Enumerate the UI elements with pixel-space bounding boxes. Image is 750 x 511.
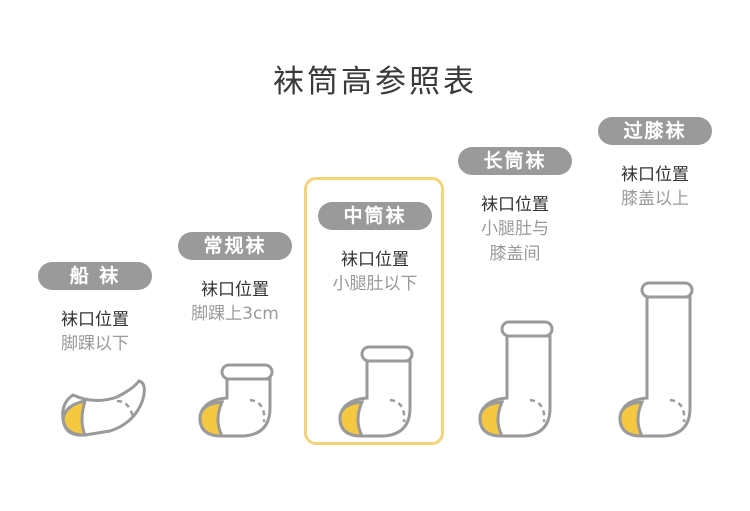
boat-sock-icon — [61, 379, 146, 437]
long-sock-icon — [478, 320, 554, 438]
cut-label-regular: 袜口位置 — [201, 280, 269, 300]
position-boat: 脚踝以下 — [61, 334, 129, 354]
badge-over-knee: 过膝袜 — [598, 117, 712, 145]
badge-mid: 中筒袜 — [318, 202, 432, 230]
cut-label-over-knee: 袜口位置 — [621, 165, 689, 185]
selected-highlight-frame — [304, 177, 444, 445]
position-over-knee: 膝盖以上 — [621, 189, 689, 209]
badge-long: 长筒袜 — [458, 147, 572, 175]
regular-sock-icon — [198, 363, 274, 438]
over-knee-sock-icon — [618, 281, 694, 438]
badge-boat: 船 袜 — [38, 262, 152, 290]
position-mid: 小腿肚以下 — [332, 274, 418, 294]
mid-sock-icon — [338, 345, 414, 438]
cut-label-mid: 袜口位置 — [341, 250, 409, 270]
position-long: 小腿肚与 — [481, 219, 549, 239]
cut-label-boat: 袜口位置 — [61, 310, 129, 330]
position-regular: 脚踝上3cm — [191, 304, 279, 324]
position-long-line2: 膝盖间 — [489, 244, 541, 264]
cut-label-long: 袜口位置 — [481, 195, 549, 215]
badge-regular: 常规袜 — [178, 232, 292, 260]
page-title: 袜筒高参照表 — [273, 64, 477, 100]
